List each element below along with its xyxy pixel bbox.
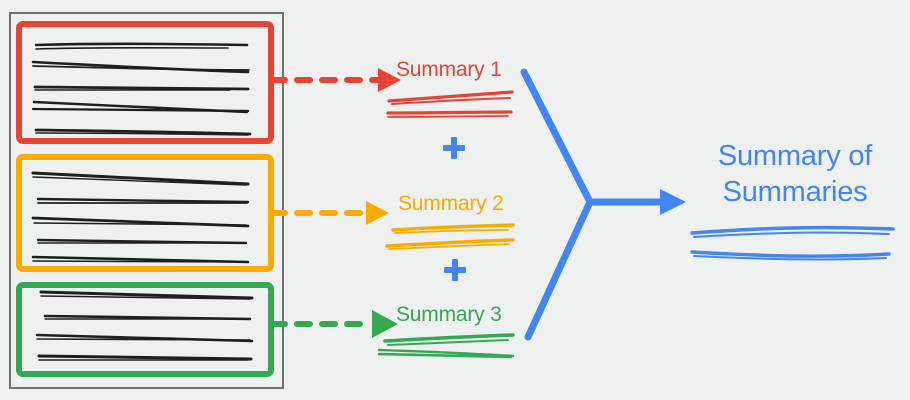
summary-3-scribbles <box>377 333 515 359</box>
document-chunk-3[interactable] <box>16 282 274 377</box>
summary-3-label: Summary 3 <box>396 303 502 326</box>
arrow-chunk-3-to-summary-3 <box>269 310 398 338</box>
chunk-3-text-scribbles <box>35 290 254 361</box>
summary-of-summaries-label-line-2: Summaries <box>722 176 868 208</box>
chunk-1-text-scribbles <box>31 42 252 136</box>
summary-2-scribbles <box>385 223 515 250</box>
summary-of-summaries-label-line-1: Summary of <box>717 140 873 172</box>
summary-2-label: Summary 2 <box>398 192 504 215</box>
arrow-merge-to-final <box>520 68 686 341</box>
plus-operator-1 <box>443 137 465 159</box>
chunk-2-text-scribbles <box>31 171 250 264</box>
arrow-chunk-1-to-summary-1 <box>269 68 401 92</box>
summary-of-summaries-scribbles <box>690 225 895 261</box>
document-chunk-1[interactable] <box>16 21 274 144</box>
arrow-chunk-2-to-summary-2 <box>269 201 389 225</box>
summary-of-summaries-label: Summary of Summaries <box>700 138 890 210</box>
source-document-frame <box>9 12 284 389</box>
plus-operator-2 <box>444 259 466 281</box>
summary-1-label: Summary 1 <box>396 58 502 81</box>
chunk-3-border <box>16 282 274 377</box>
summary-1-scribbles <box>386 90 514 118</box>
